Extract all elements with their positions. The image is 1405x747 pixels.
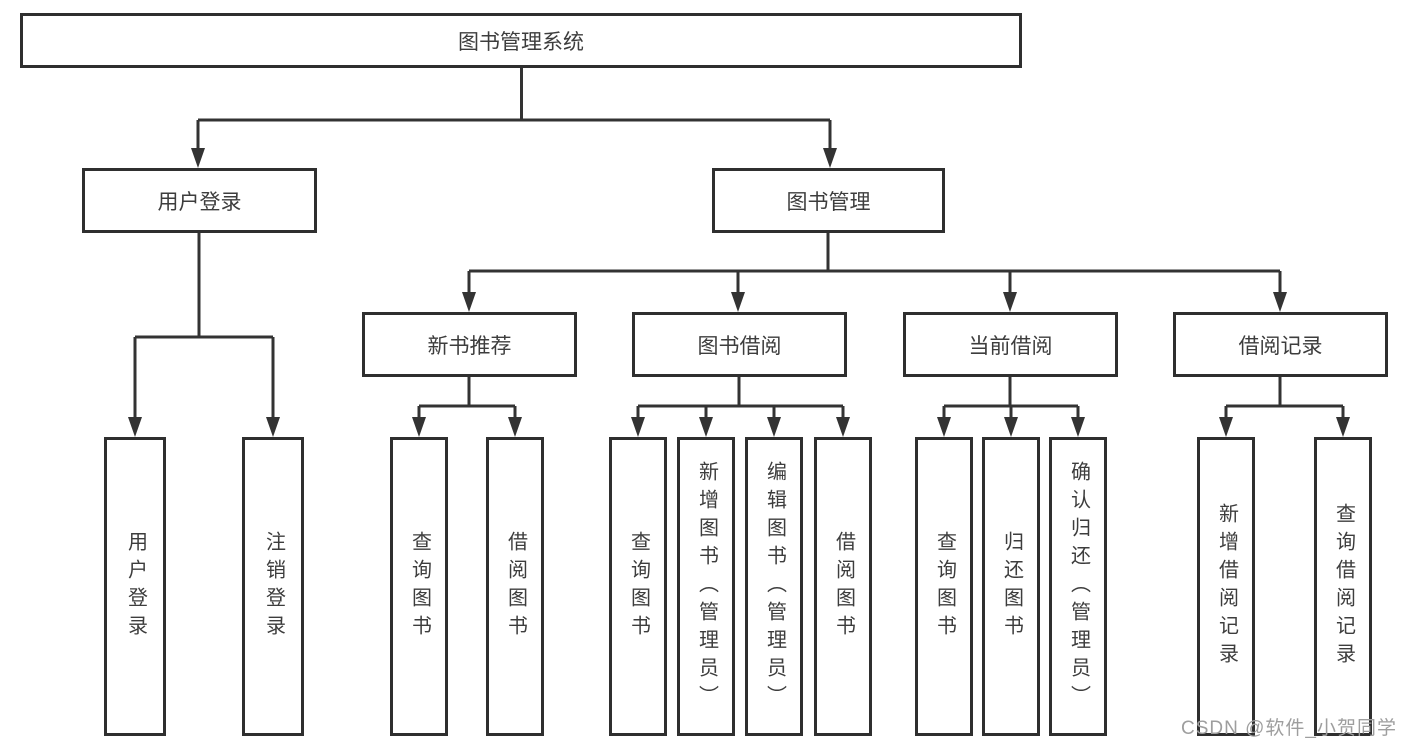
leaf-query-books-current: 查询图书	[915, 437, 973, 736]
leaf-user-login: 用户登录	[104, 437, 166, 736]
leaf-query-borrow-record: 查询借阅记录	[1314, 437, 1372, 736]
node-book-borrowing: 图书借阅	[632, 312, 847, 377]
leaf-add-borrow-record: 新增借阅记录	[1197, 437, 1255, 736]
leaf-edit-books-admin: 编辑图书（管理员）	[745, 437, 803, 736]
node-borrowing-records: 借阅记录	[1173, 312, 1388, 377]
leaf-borrow-books-recommend: 借阅图书	[486, 437, 544, 736]
node-new-book-recommendation: 新书推荐	[362, 312, 577, 377]
leaf-query-books-recommend: 查询图书	[390, 437, 448, 736]
node-user-login: 用户登录	[82, 168, 317, 233]
node-book-management: 图书管理	[712, 168, 945, 233]
leaf-logout: 注销登录	[242, 437, 304, 736]
leaf-confirm-return-admin: 确认归还（管理员）	[1049, 437, 1107, 736]
node-current-borrowing: 当前借阅	[903, 312, 1118, 377]
leaf-query-books-borrowing: 查询图书	[609, 437, 667, 736]
leaf-return-books: 归还图书	[982, 437, 1040, 736]
leaf-add-books-admin: 新增图书（管理员）	[677, 437, 735, 736]
node-library-system: 图书管理系统	[20, 13, 1022, 68]
leaf-borrow-books-borrowing: 借阅图书	[814, 437, 872, 736]
csdn-watermark: CSDN @软件_小贺同学	[1181, 718, 1397, 739]
